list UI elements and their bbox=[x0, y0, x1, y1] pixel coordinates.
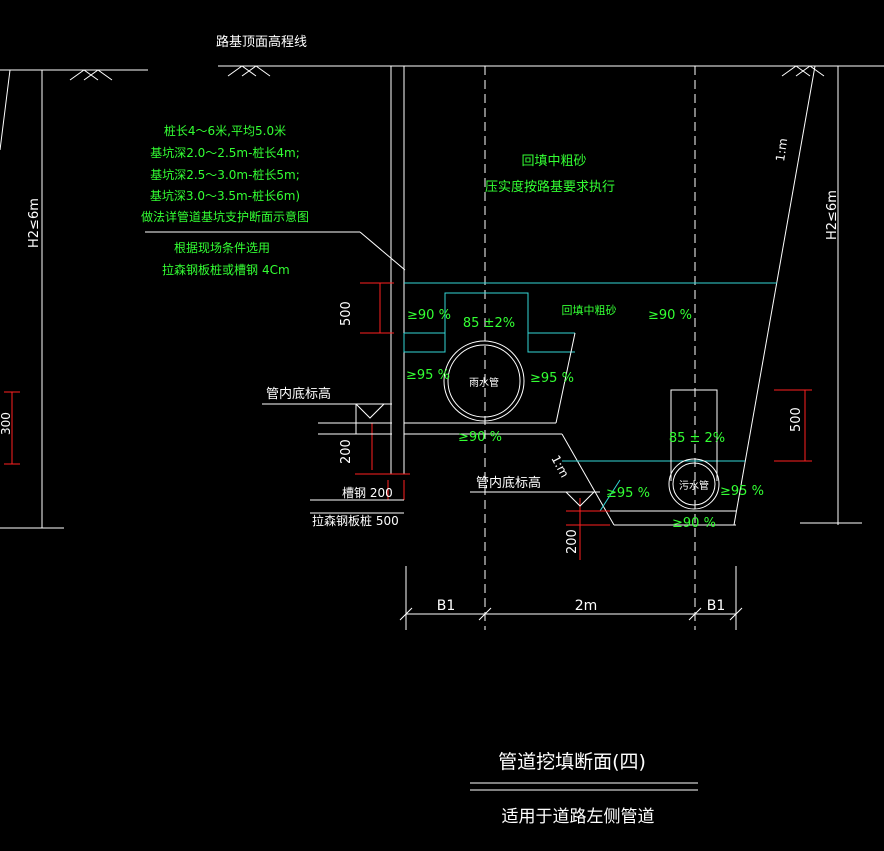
right-slope bbox=[733, 65, 862, 526]
backfill-outline bbox=[403, 282, 777, 526]
invert-label-2: 管内底标高 bbox=[476, 475, 541, 491]
slope-right-label: 1:m bbox=[773, 137, 790, 162]
drawing-subtitle: 适用于道路左侧管道 bbox=[502, 807, 655, 827]
sheet-note-line-2: 拉森钢板桩或槽钢 bbox=[162, 262, 258, 277]
invert-label-1: 管内底标高 bbox=[266, 386, 331, 402]
sewage-pipe bbox=[668, 389, 720, 510]
sheet-note-line-1: 根据现场条件选用 bbox=[174, 241, 270, 255]
slope-bottom-label: 1:m bbox=[548, 453, 571, 480]
invert-marker-1 bbox=[262, 403, 392, 435]
angle-85-b: 85 ± 2% bbox=[669, 431, 725, 446]
dim-500-right: 500 bbox=[789, 407, 804, 432]
dim-200-bottom: 200 bbox=[565, 529, 580, 554]
sewage-pipe-label: 污水管 bbox=[679, 479, 709, 492]
invert-marker-2 bbox=[470, 491, 600, 507]
dim-200-left: 200 bbox=[339, 439, 354, 464]
pile-leaders bbox=[310, 499, 404, 514]
h2-left-label: H2≤6m bbox=[27, 198, 42, 248]
comp-90-right: ≥90 % bbox=[648, 308, 692, 323]
left-h2-dimension bbox=[0, 69, 64, 529]
comp-90-left: ≥90 % bbox=[407, 308, 451, 323]
road-top-label: 路基顶面高程线 bbox=[216, 34, 307, 50]
h2-right-label: H2≤6m bbox=[825, 190, 840, 240]
comp-95-left: ≥95 % bbox=[406, 368, 450, 383]
channel-steel-label: 槽钢 200 bbox=[342, 486, 393, 500]
dim-b1-left: B1 bbox=[437, 598, 456, 614]
dim-b1-right: B1 bbox=[707, 598, 726, 614]
pile-note-line-5: 做法详管道基坑支护断面示意图 bbox=[141, 209, 309, 224]
sheet-pile-wall bbox=[390, 65, 405, 475]
centerlines bbox=[484, 66, 696, 630]
ground-line bbox=[0, 65, 884, 81]
pile-note-line-1: 桩长4～6米,平均5.0米 bbox=[164, 123, 286, 138]
title-underline bbox=[470, 782, 698, 791]
drawing-title: 管道挖填断面(四) bbox=[498, 751, 646, 773]
backfill-mid-label: 回填中粗砂 bbox=[562, 303, 617, 317]
sheet-note-suffix: 4Cm bbox=[262, 263, 290, 277]
rain-pipe-label: 雨水管 bbox=[469, 376, 499, 389]
comp-95-mid: ≥95 % bbox=[530, 371, 574, 386]
comp-95-bottom-right: ≥95 % bbox=[720, 484, 764, 499]
comp-95-bottom-left: ≥95 % bbox=[606, 486, 650, 501]
rain-pipe bbox=[443, 340, 525, 422]
comp-90-bottom: ≥90 % bbox=[672, 516, 716, 531]
dim-2m: 2m bbox=[575, 598, 598, 614]
bottom-dimension bbox=[399, 566, 743, 630]
angle-85-a: 85 ±2% bbox=[463, 316, 515, 331]
pile-note-line-3: 基坑深2.5～3.0m-桩长5m; bbox=[150, 167, 300, 182]
backfill-label-2: 压实度按路基要求执行 bbox=[485, 179, 615, 195]
pile-note-line-2: 基坑深2.0～2.5m-桩长4m; bbox=[150, 145, 300, 160]
larsen-pile-label: 拉森钢板桩 500 bbox=[312, 513, 399, 528]
dim-300-far-left: 300 bbox=[0, 412, 13, 435]
pile-note-line-4: 基坑深3.0～3.5m-桩长6m) bbox=[150, 188, 300, 203]
backfill-label-1: 回填中粗砂 bbox=[521, 154, 586, 169]
comp-90-mid: ≥90 % bbox=[458, 430, 502, 445]
red-dimensions bbox=[354, 282, 812, 560]
dim-500-left: 500 bbox=[339, 301, 354, 326]
pile-note-leader bbox=[145, 231, 406, 271]
